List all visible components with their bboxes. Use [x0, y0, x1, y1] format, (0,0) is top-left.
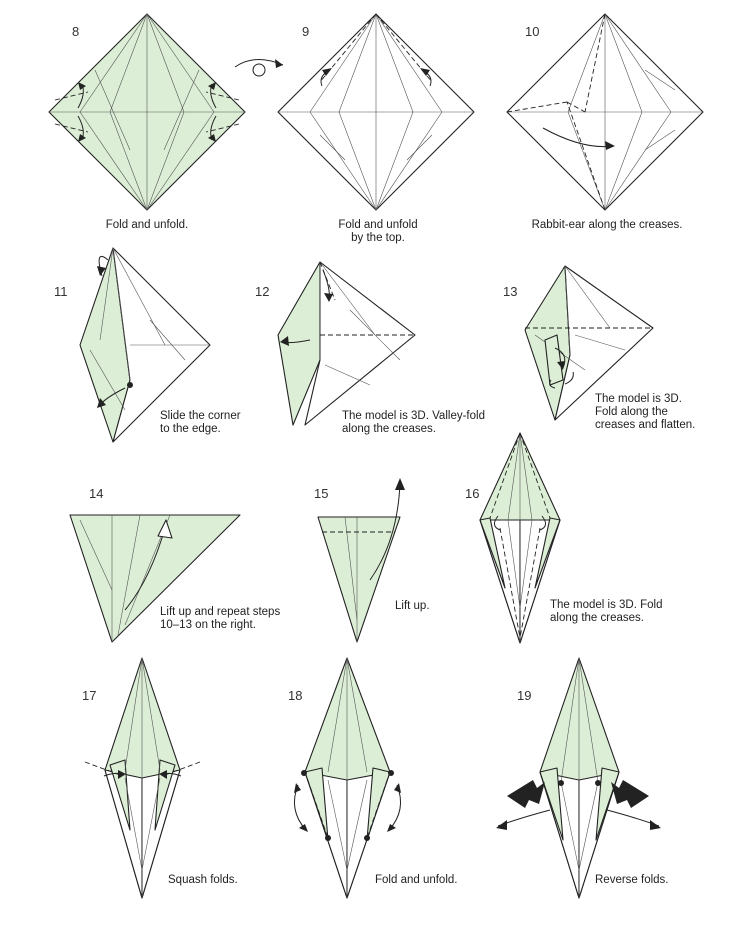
step-number: 11 [54, 284, 68, 299]
step-12: 12 The model is 3D. Valley-fold along th… [250, 240, 500, 465]
step-number: 12 [255, 284, 270, 299]
step-number: 15 [314, 486, 329, 501]
step-19-figure [496, 657, 661, 899]
step-18: 18 Fold and unfold. [250, 650, 500, 910]
step-17: 17 Squash folds. [0, 650, 250, 910]
step-14-figure [69, 514, 241, 643]
step-number: 18 [288, 688, 303, 703]
step-caption: Fold and unfold. [105, 219, 189, 231]
step-12-figure [277, 261, 416, 426]
step-11-figure [79, 247, 211, 443]
step-number: 14 [89, 486, 104, 501]
step-number: 13 [503, 284, 518, 299]
step-19: 19 Reverse folds. [495, 650, 743, 910]
step-17-figure [84, 657, 201, 899]
step-number: 9 [302, 24, 310, 39]
step-caption: Squash folds. [168, 874, 238, 886]
step-8: 8 Fold and unfold. [0, 0, 250, 240]
step-8-figure [48, 13, 246, 211]
step-15: 15 Lift up. [300, 470, 460, 650]
step-9-figure [277, 13, 475, 211]
step-16: 16 The model is 3D. Fold along the creas… [460, 428, 743, 650]
step-15-figure [317, 478, 405, 643]
step-10-figure [506, 13, 704, 211]
step-13: 13 The model is 3D. Fold along the creas… [495, 240, 743, 465]
step-number: 10 [525, 24, 540, 39]
step-11: 11 Slide the corner to the edge. [0, 240, 250, 465]
step-caption: Lift up. [395, 600, 430, 612]
step-caption: Rabbit-ear along the creases. [531, 219, 683, 231]
step-number: 19 [517, 688, 532, 703]
step-16-figure [479, 432, 561, 644]
step-caption: Reverse folds. [595, 874, 669, 886]
push-arrow-icon [507, 780, 545, 808]
step-number: 8 [72, 24, 80, 39]
step-14: 14 Lift up and repeat steps 10–13 on the… [0, 470, 310, 650]
step-number: 16 [465, 486, 480, 501]
step-10: 10 Rabbit-ear along the creases. [495, 0, 743, 240]
step-18-figure [293, 657, 402, 899]
push-arrow-icon [611, 780, 649, 808]
step-caption: The model is 3D. Valley-fold along the c… [342, 410, 485, 435]
step-caption: Lift up and repeat steps 10–13 on the ri… [160, 606, 281, 631]
step-caption: The model is 3D. Fold along the creases … [595, 393, 696, 431]
step-number: 17 [82, 688, 97, 703]
step-9: 9 Fold and unfold by the top. [250, 0, 500, 244]
step-caption: Fold and unfold by the top. [338, 219, 418, 244]
step-caption: Fold and unfold. [375, 874, 458, 886]
turn-over-icon [234, 59, 284, 77]
step-caption: The model is 3D. Fold along the creases. [550, 599, 663, 624]
step-caption: Slide the corner to the edge. [160, 410, 241, 435]
step-13-figure [524, 265, 654, 421]
